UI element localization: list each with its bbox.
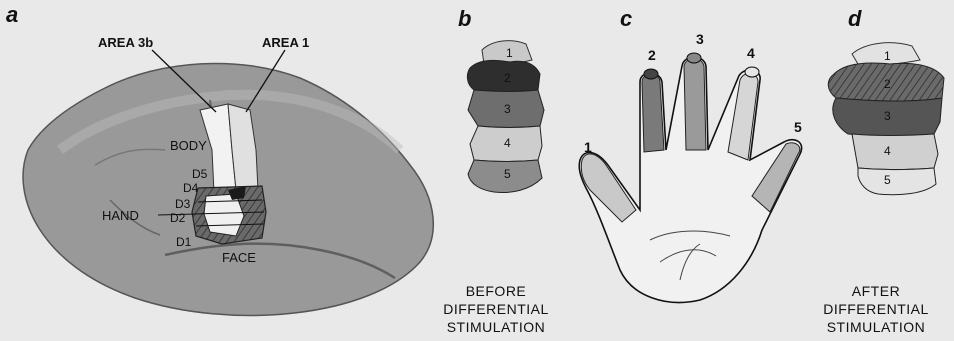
before-num-2: 2 bbox=[504, 71, 511, 85]
body-label: BODY bbox=[170, 138, 207, 153]
ring-fingertip bbox=[745, 67, 759, 77]
index-fingertip bbox=[644, 69, 658, 79]
after-zone-4 bbox=[852, 134, 938, 170]
area-1-label: AREA 1 bbox=[262, 35, 309, 50]
map-after: 1 2 3 4 5 bbox=[828, 43, 944, 195]
after-zone-5 bbox=[858, 168, 936, 195]
panel-d-label: d bbox=[848, 6, 862, 31]
brain-illustration: AREA 3b AREA 1 BODY D5 D4 D3 D2 D1 HAND … bbox=[23, 35, 433, 315]
area-3b-label: AREA 3b bbox=[98, 35, 153, 50]
before-caption-line-2: DIFFERENTIAL bbox=[443, 301, 549, 317]
after-num-5: 5 bbox=[884, 173, 891, 187]
middle-finger-fill bbox=[684, 59, 706, 151]
after-num-4: 4 bbox=[884, 144, 891, 158]
after-num-1: 1 bbox=[884, 49, 891, 63]
finger-label-3: 3 bbox=[696, 31, 704, 47]
finger-label-1: 1 bbox=[584, 139, 592, 155]
d3-label: D3 bbox=[175, 197, 191, 211]
after-num-3: 3 bbox=[884, 109, 891, 123]
face-label: FACE bbox=[222, 250, 256, 265]
before-num-1: 1 bbox=[506, 46, 513, 60]
before-caption-line-3: STIMULATION bbox=[447, 319, 546, 335]
d4-label: D4 bbox=[183, 181, 199, 195]
after-caption-line-3: STIMULATION bbox=[827, 319, 926, 335]
d5-label: D5 bbox=[192, 167, 208, 181]
before-num-3: 3 bbox=[504, 102, 511, 116]
after-caption-line-2: DIFFERENTIAL bbox=[823, 301, 929, 317]
hand-illustration: 1 2 3 4 5 bbox=[579, 31, 802, 302]
finger-label-2: 2 bbox=[648, 47, 656, 63]
panel-b-label: b bbox=[458, 6, 471, 31]
index-finger-fill bbox=[642, 75, 664, 153]
after-caption-line-1: AFTER bbox=[852, 283, 900, 299]
after-num-2: 2 bbox=[884, 77, 891, 91]
map-before: 1 2 3 4 5 bbox=[467, 41, 544, 193]
d1-label: D1 bbox=[176, 235, 192, 249]
finger-label-5: 5 bbox=[794, 119, 802, 135]
before-num-4: 4 bbox=[504, 136, 511, 150]
before-num-5: 5 bbox=[504, 167, 511, 181]
finger-label-4: 4 bbox=[747, 45, 755, 61]
d2-label: D2 bbox=[170, 211, 186, 225]
middle-fingertip bbox=[687, 53, 701, 63]
panel-a-label: a bbox=[6, 2, 18, 27]
panel-c-label: c bbox=[620, 6, 632, 31]
hand-label: HAND bbox=[102, 208, 139, 223]
before-caption-line-1: BEFORE bbox=[466, 283, 527, 299]
